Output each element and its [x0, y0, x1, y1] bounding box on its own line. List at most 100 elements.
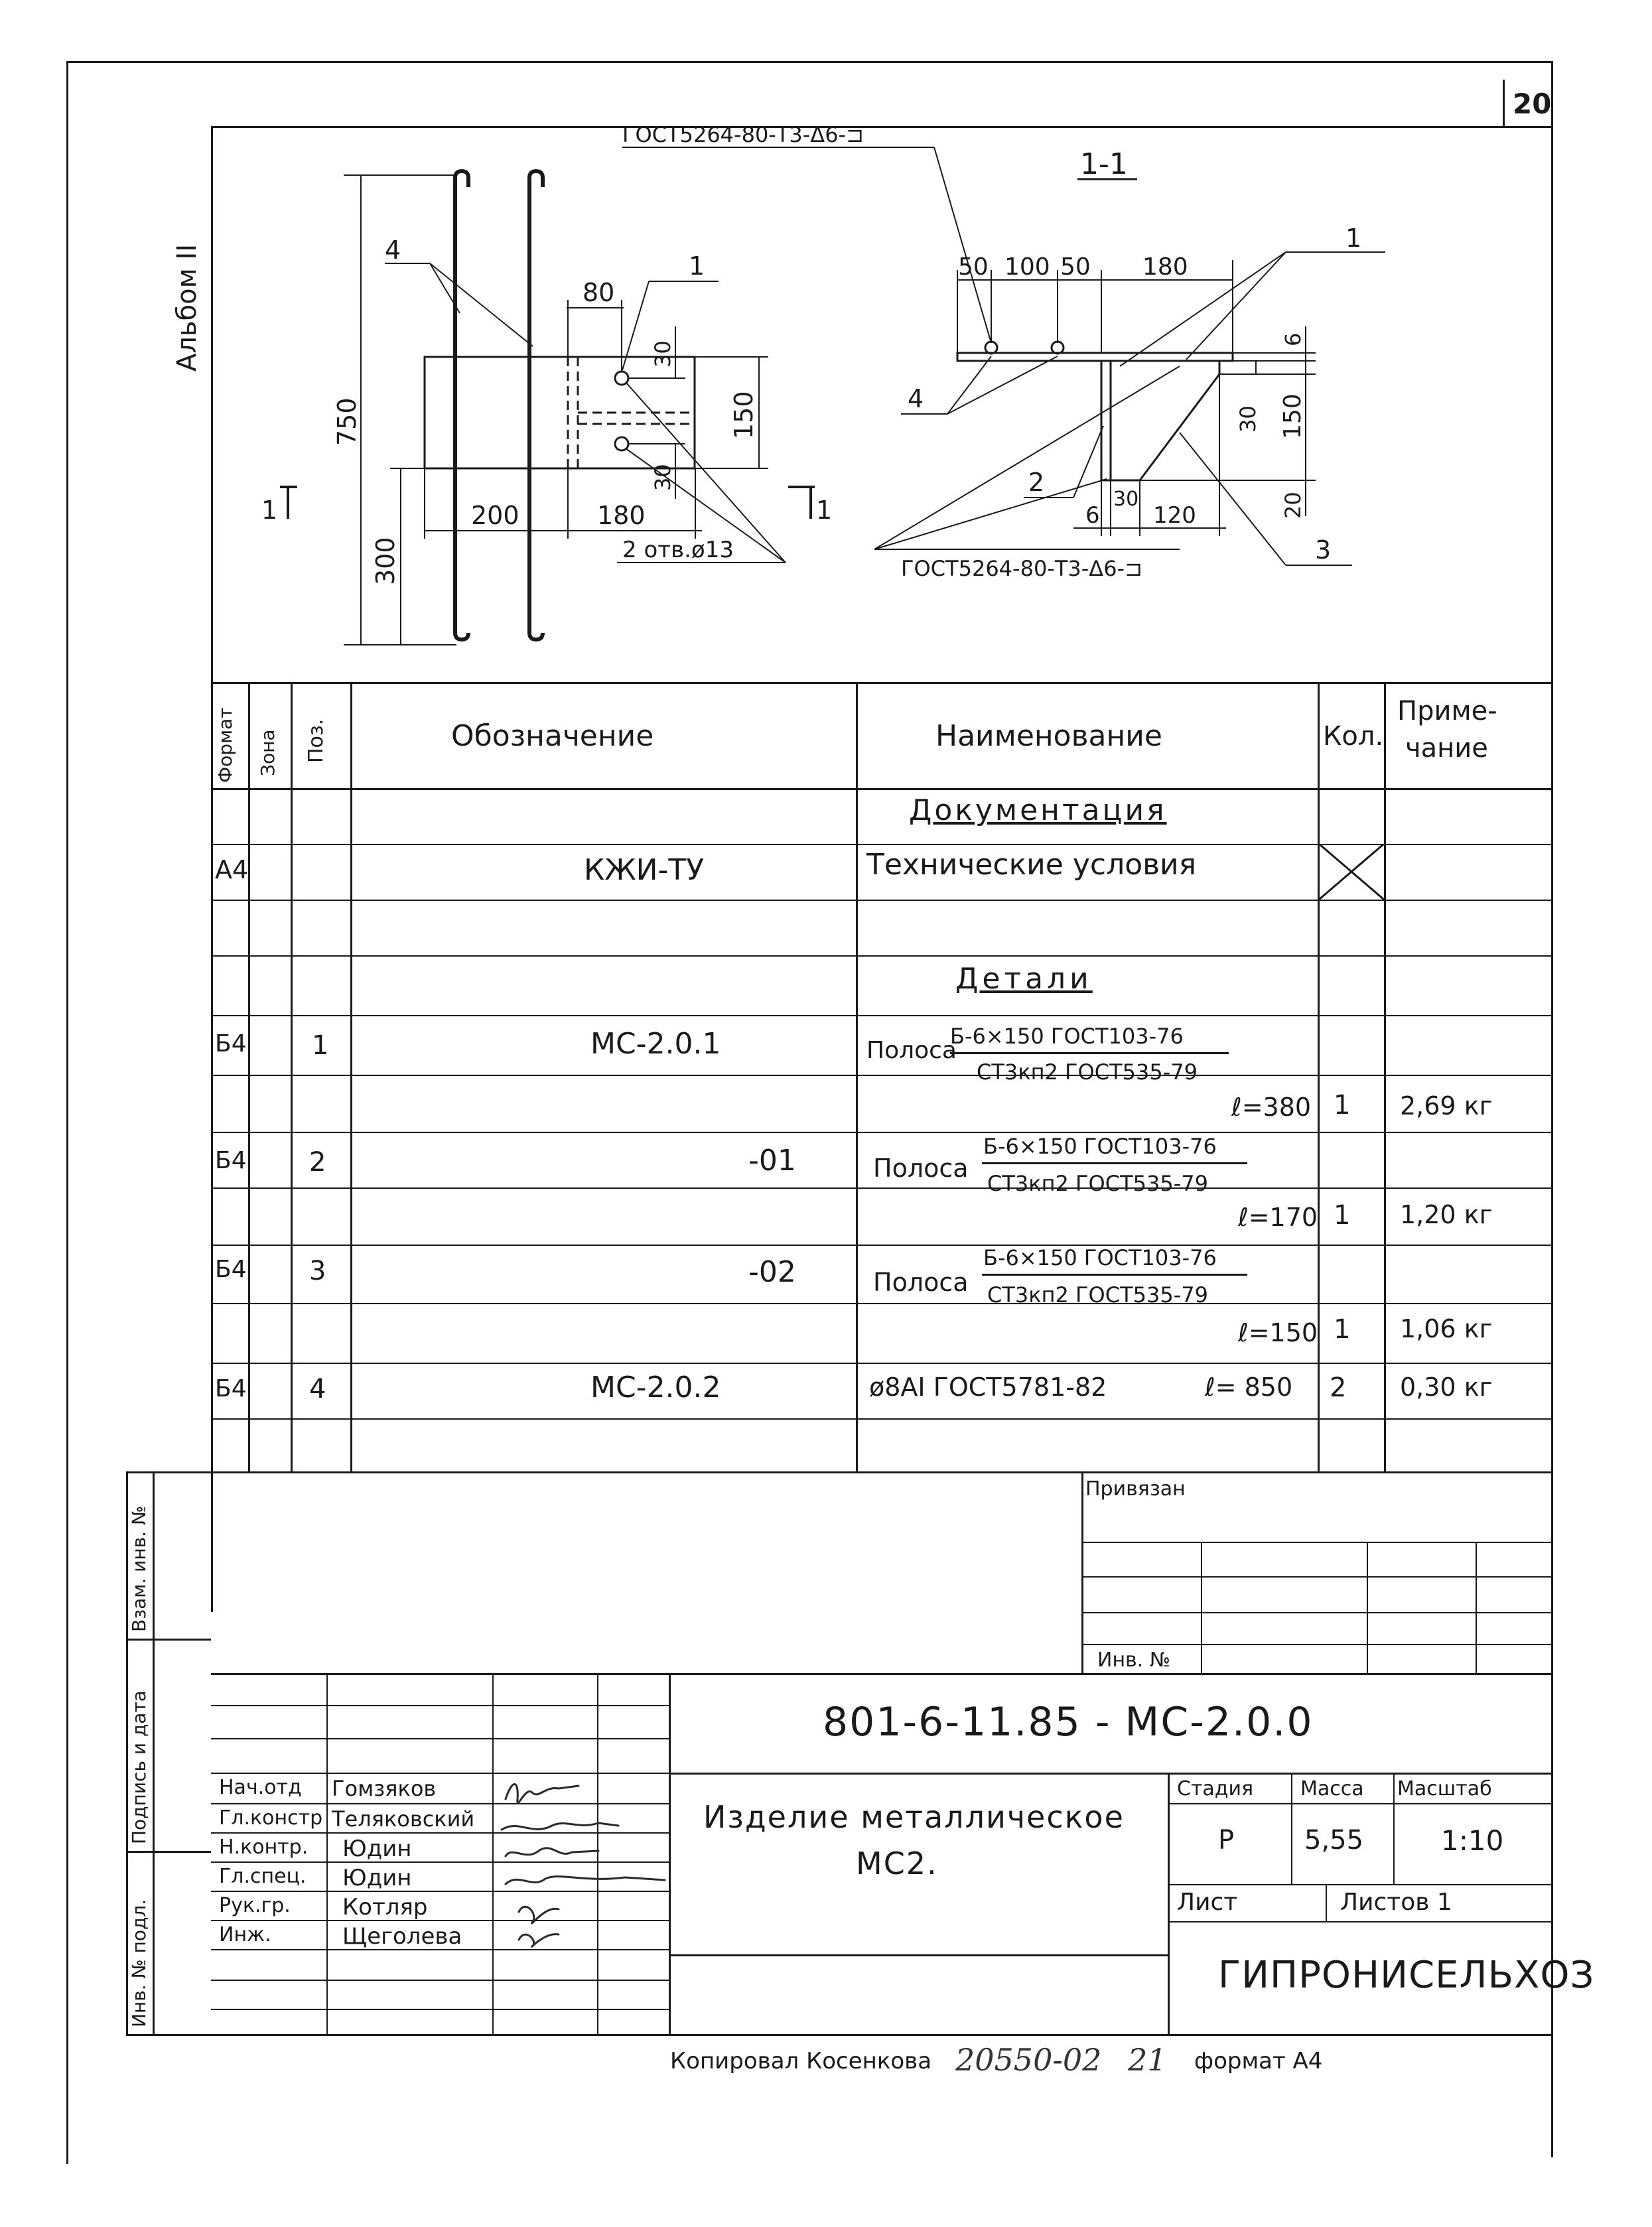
dim-300: 300: [371, 537, 400, 585]
sheet-number-box: [1503, 80, 1553, 128]
footer-format: формат А4: [1194, 2048, 1323, 2074]
row2-qty: 1: [1334, 1200, 1351, 1231]
weld-top: ГОСТ5264-80-Т3-Δ6-⊐: [622, 127, 864, 147]
scale-header: Масштаб: [1397, 1777, 1492, 1800]
header-pos: Поз.: [305, 718, 328, 763]
drawing-area: 750 300 200 180 80 150 30 30 2 отв.ø13 4…: [261, 127, 1385, 645]
row1-name-prefix: Полоса: [866, 1037, 957, 1064]
person-role-2: Гл.констр: [219, 1806, 323, 1830]
dim-150: 150: [729, 391, 758, 439]
row3-pos: 3: [309, 1256, 326, 1286]
cut-label-left: 1: [261, 496, 277, 525]
row2-designation: -01: [748, 1144, 796, 1178]
sheet-number: 20: [1513, 88, 1552, 120]
row2-format: Б4: [215, 1147, 247, 1174]
row3-note: 1,06 кг: [1400, 1314, 1493, 1343]
hole-2: [614, 436, 630, 452]
section-pos-2: 2: [1028, 468, 1044, 497]
header-designation: Обозначение: [451, 719, 654, 753]
dim-80: 80: [583, 278, 614, 307]
person-name-5: Котляр: [342, 1894, 428, 1921]
row1-qty: 1: [1334, 1090, 1351, 1120]
row1-designation: МС-2.0.1: [590, 1027, 721, 1061]
person-name-6: Щеголева: [342, 1923, 462, 1950]
plate-section: [956, 352, 1234, 362]
outer-frame-top: [66, 61, 1552, 63]
sheets-label: Листов 1: [1340, 1889, 1452, 1916]
person-name-2: Теляковский: [332, 1806, 475, 1832]
dim-180: 180: [597, 501, 646, 530]
svg-text:100: 100: [1004, 253, 1050, 281]
svg-text:50: 50: [1060, 253, 1091, 281]
organization: ГИПРОНИСЕЛЬХОЗ: [1218, 1954, 1595, 1997]
drawing-code: 801-6-11.85 - МС-2.0.0: [823, 1699, 1314, 1745]
doc-designation: КЖИ-ТУ: [584, 853, 705, 887]
row4-pos: 4: [309, 1374, 326, 1404]
row1-numerator: Б-6×150 ГОСТ103-76: [950, 1024, 1184, 1049]
person-role-4: Гл.спец.: [219, 1865, 307, 1888]
rib-vertical: [1100, 360, 1112, 482]
row3-qty: 1: [1334, 1314, 1351, 1345]
footer-copied: Копировал Косенкова: [670, 2048, 932, 2074]
row4-length: ℓ= 850: [1205, 1373, 1293, 1402]
svg-text:120: 120: [1153, 502, 1196, 529]
row2-name-prefix: Полоса: [873, 1154, 969, 1183]
row2-pos: 2: [309, 1147, 326, 1178]
doc-name: Технические условия: [866, 848, 1197, 882]
tied-inv: Инв. №: [1097, 1649, 1171, 1672]
row4-name: ø8АI ГОСТ5781-82: [869, 1373, 1107, 1402]
row4-note: 0,30 кг: [1400, 1373, 1493, 1402]
footer-sub: 21: [1128, 2042, 1167, 2078]
person-role-5: Рук.гр.: [219, 1894, 291, 1917]
section-title: 1-1: [1080, 147, 1128, 181]
header-note-1: Приме-: [1397, 696, 1497, 726]
svg-text:50: 50: [958, 253, 989, 281]
dim-30-top: 30: [650, 340, 675, 368]
header-qty: Кол.: [1323, 721, 1384, 752]
row1-pos: 1: [312, 1030, 329, 1061]
section-pos-1: 1: [1345, 224, 1361, 253]
svg-text:6: 6: [1085, 502, 1100, 529]
svg-text:6: 6: [1280, 333, 1306, 346]
holes-label: 2 отв.ø13: [622, 537, 734, 563]
row2-note: 1,20 кг: [1400, 1200, 1493, 1229]
svg-text:180: 180: [1142, 253, 1188, 281]
svg-text:20: 20: [1280, 492, 1306, 519]
row3-name-prefix: Полоса: [873, 1268, 969, 1297]
doc-qty-cross: [1319, 844, 1384, 900]
row1-format: Б4: [215, 1030, 247, 1057]
row2-numerator: Б-6×150 ГОСТ103-76: [983, 1134, 1217, 1159]
row3-format: Б4: [215, 1256, 247, 1283]
plan-pos-1: 1: [689, 251, 705, 281]
header-name: Наименование: [935, 719, 1162, 753]
header-format: Формат: [214, 707, 236, 783]
row1-length: ℓ=380: [1231, 1093, 1312, 1122]
outer-frame-left: [66, 61, 68, 2164]
cut-label-right: 1: [816, 496, 832, 525]
stamp-podpis: Подпись и дата: [128, 1690, 150, 1844]
inner-frame-left: [211, 126, 213, 1612]
header-note-2: чание: [1405, 733, 1488, 764]
footer-number: 20550-02: [955, 2042, 1102, 2078]
stage-value: Р: [1218, 1825, 1235, 1856]
row1-note: 2,69 кг: [1400, 1091, 1493, 1120]
row3-numerator: Б-6×150 ГОСТ103-76: [983, 1245, 1217, 1270]
section-documentation: Документация: [909, 793, 1167, 827]
stamp-vzam: Взам. инв. №: [128, 1505, 150, 1632]
row3-denominator: СТ3кп2 ГОСТ535-79: [987, 1282, 1208, 1308]
dim-750: 750: [332, 397, 362, 446]
frame-bottom: [153, 2034, 1552, 2036]
stamp-inv: Инв. № подл.: [128, 1899, 150, 2027]
row4-format: Б4: [215, 1375, 247, 1402]
signatures: [500, 1783, 666, 1948]
row4-qty: 2: [1330, 1373, 1347, 1403]
row4-designation: МС-2.0.2: [590, 1371, 721, 1404]
product-name-1: Изделие металлическое: [703, 1799, 1125, 1835]
section-details: Детали: [955, 962, 1093, 996]
doc-format: А4: [215, 855, 249, 884]
header-zone: Зона: [257, 729, 279, 776]
person-name-3: Юдин: [342, 1836, 412, 1862]
row2-length: ℓ=170: [1238, 1203, 1318, 1232]
plan-pos-4: 4: [385, 236, 401, 265]
section-pos-3: 3: [1315, 535, 1331, 565]
